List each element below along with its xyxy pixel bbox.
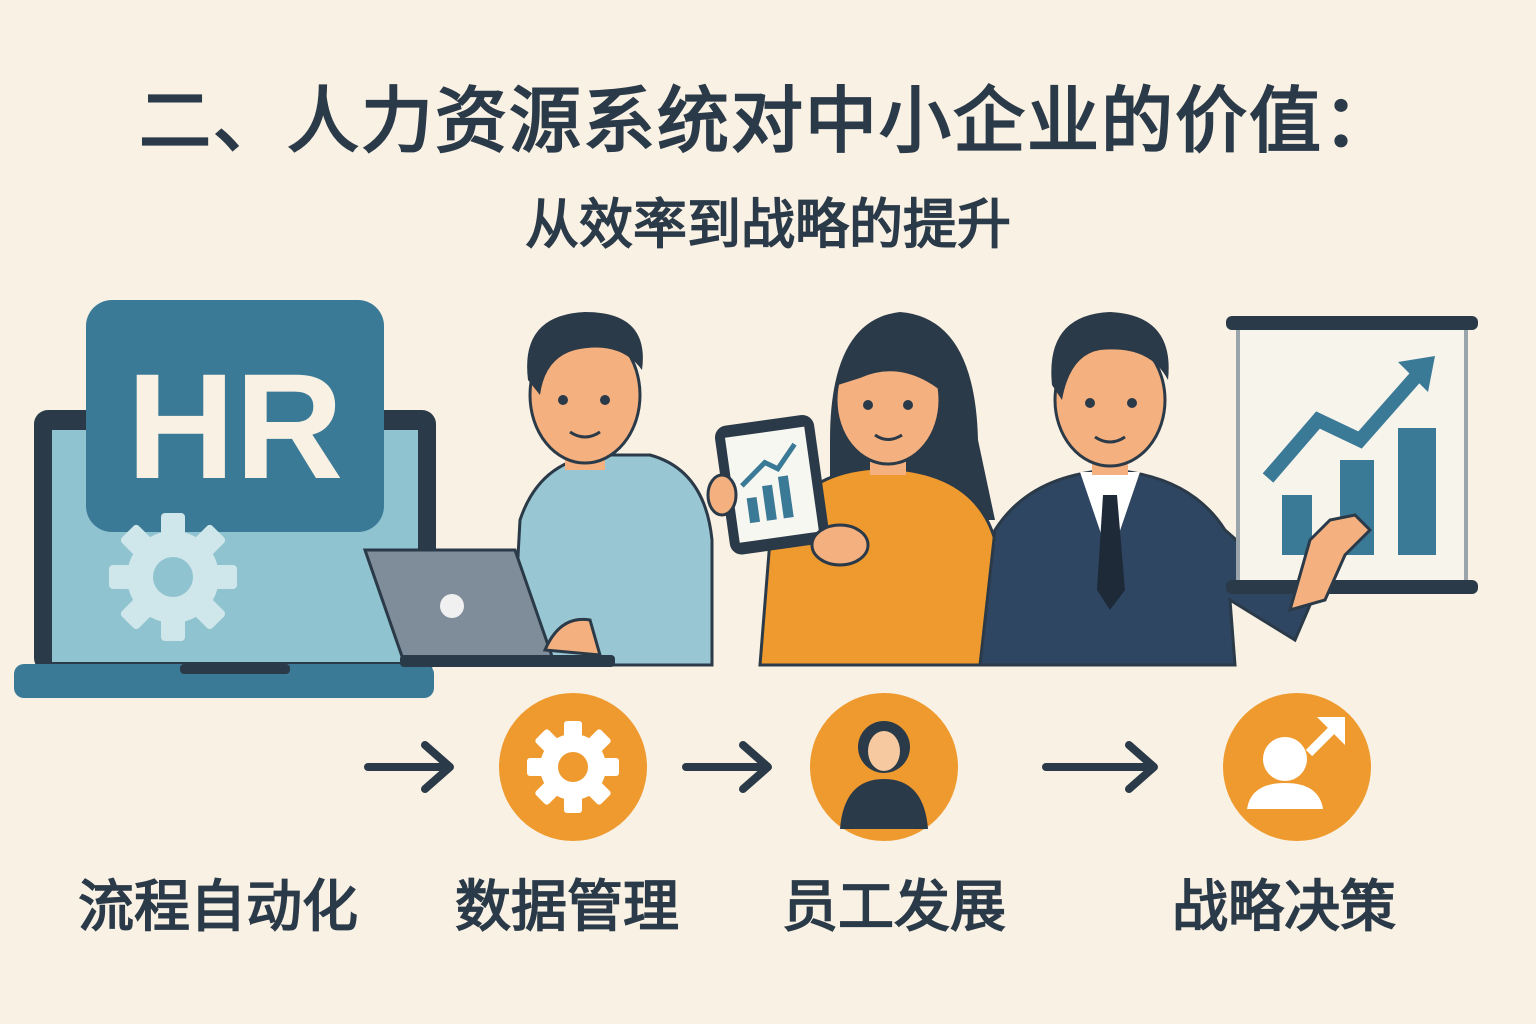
step-label-employee-development: 员工发展 [782,875,1006,940]
arrow-right-icon [364,741,454,793]
hr-badge-text: HR [127,342,344,510]
person-step-icon [810,693,958,841]
gear-icon [109,513,237,641]
step-label-process-automation: 流程自动化 [78,875,358,940]
page-subtitle: 从效率到战略的提升 [525,193,1011,256]
gear-step-icon [499,693,647,841]
manager-presenting [978,312,1312,667]
step-label-strategic-decision: 战略决策 [1172,875,1396,940]
arrow-right-icon [1042,741,1158,793]
page-title: 二、人力资源系统对中小企业的价值： [138,79,1397,163]
growth-chart-board [1226,316,1478,613]
person-growth-step-icon [1223,693,1371,841]
tablet-chart-icon [714,414,829,555]
hr-laptop-illustration [14,300,436,698]
employee-with-laptop [362,312,714,667]
arrow-right-icon [682,741,772,793]
employee-with-tablet [706,312,1002,667]
step-label-data-management: 数据管理 [455,875,679,940]
